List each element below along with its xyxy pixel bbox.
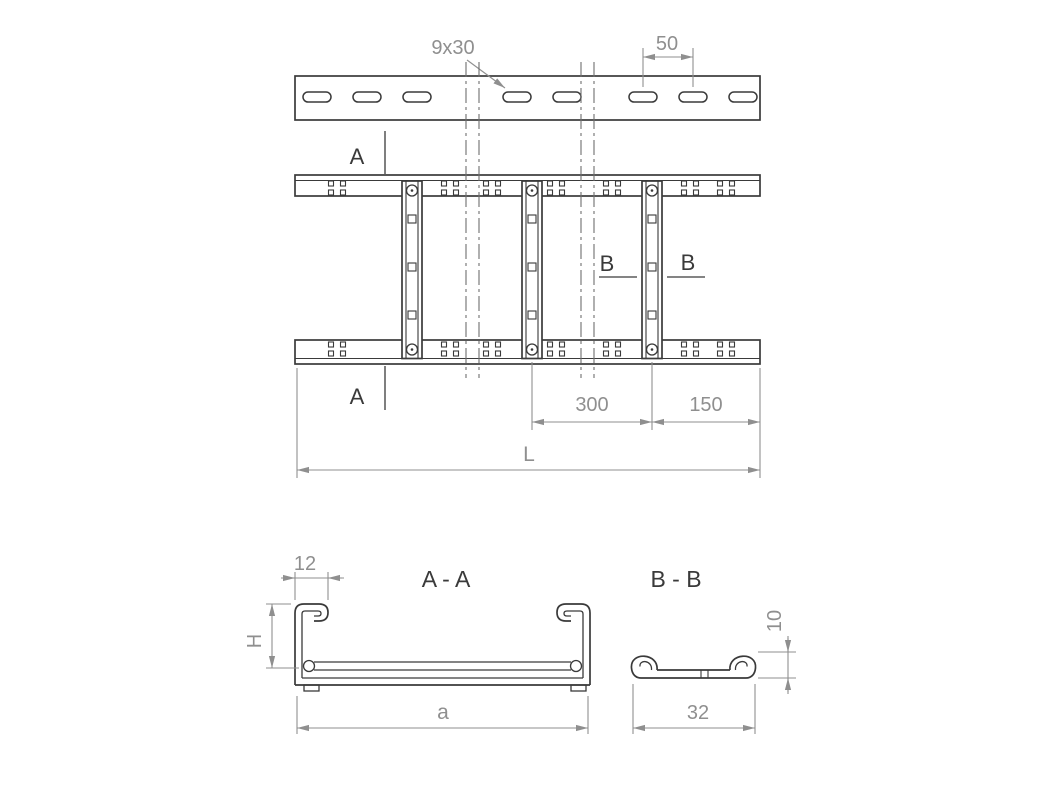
slot-hole bbox=[552, 91, 582, 103]
right-rolled-edge-outer bbox=[729, 655, 757, 679]
right-wall-inner bbox=[563, 610, 584, 678]
left-rolled-edge-inner bbox=[639, 661, 653, 671]
left-wall-inner bbox=[301, 610, 322, 678]
section-bb-view: B - B 10 32 bbox=[630, 566, 796, 734]
lip-width-label: 12 bbox=[294, 553, 316, 575]
total-length-label: L bbox=[523, 443, 535, 466]
section-a-bottom-label: A bbox=[350, 384, 365, 409]
rung-rolled-end bbox=[302, 659, 316, 673]
bottom-tab bbox=[303, 684, 320, 692]
rail-perforation bbox=[482, 180, 502, 196]
rung bbox=[401, 180, 423, 360]
rung bbox=[521, 180, 543, 360]
rail-perforation bbox=[602, 341, 622, 357]
rung-spacing-dimensions: 300 150 bbox=[531, 362, 761, 478]
left-wall-outer bbox=[294, 603, 329, 685]
slot-hole bbox=[402, 91, 432, 103]
slot-hole bbox=[302, 91, 332, 103]
height-label: H bbox=[244, 634, 266, 648]
section-b-left-label: B bbox=[600, 251, 615, 276]
bottom-tab bbox=[570, 684, 587, 692]
rail-perforation bbox=[602, 180, 622, 196]
section-bb-title: B - B bbox=[650, 566, 701, 592]
rung bbox=[641, 180, 663, 360]
rail-perforation bbox=[546, 341, 566, 357]
width-dimension-a: a bbox=[296, 696, 589, 734]
section-b-right-label: B bbox=[681, 250, 696, 275]
rung-rolled-end bbox=[569, 659, 583, 673]
section-aa-title: A - A bbox=[422, 566, 471, 592]
rail-perforation bbox=[680, 180, 700, 196]
total-length-dimension: L bbox=[296, 368, 760, 478]
section-aa-view: A - A 12 H bbox=[244, 553, 591, 734]
break-lines bbox=[465, 62, 595, 378]
end-spacing-label: 150 bbox=[689, 394, 722, 416]
slot-hole bbox=[628, 91, 658, 103]
rail-perforation bbox=[327, 180, 347, 196]
profile-width-label: 32 bbox=[687, 702, 709, 724]
slot-pitch-label: 50 bbox=[656, 33, 678, 55]
section-a-top-label: A bbox=[350, 144, 365, 169]
slot-hole bbox=[502, 91, 532, 103]
slot-size-callout: 9x30 bbox=[431, 37, 506, 89]
section-mark-b: B B bbox=[599, 250, 705, 278]
slot-hole bbox=[352, 91, 382, 103]
slot-hole bbox=[678, 91, 708, 103]
leader-line bbox=[466, 59, 506, 89]
right-rolled-edge-inner bbox=[734, 661, 748, 671]
rail-perforation bbox=[440, 341, 460, 357]
section-mark-a: A A bbox=[350, 131, 386, 410]
rail-side-view bbox=[294, 75, 761, 121]
width-label-a: a bbox=[437, 701, 449, 724]
rail-perforation bbox=[440, 180, 460, 196]
rail-perforation bbox=[482, 341, 502, 357]
rail-perforation bbox=[716, 341, 736, 357]
rung-spacing-label: 300 bbox=[575, 394, 608, 416]
rail-perforation bbox=[327, 341, 347, 357]
slot-size-label: 9x30 bbox=[431, 37, 474, 59]
slot-hole bbox=[728, 91, 758, 103]
lip-width-dimension: 12 bbox=[281, 553, 344, 600]
profile-width-dimension: 32 bbox=[632, 684, 756, 734]
height-dimension-H: H bbox=[244, 603, 299, 669]
rail-perforation bbox=[546, 180, 566, 196]
left-rolled-edge-outer bbox=[630, 655, 658, 679]
ladder-plan-view bbox=[294, 174, 761, 365]
rail-strip-outline bbox=[294, 75, 761, 121]
profile-height-label: 10 bbox=[764, 610, 786, 632]
slot-pitch-dimension: 50 bbox=[642, 33, 694, 87]
rail-perforation bbox=[716, 180, 736, 196]
right-wall-outer bbox=[556, 603, 591, 685]
profile-height-dimension: 10 bbox=[758, 610, 796, 694]
rail-perforation bbox=[680, 341, 700, 357]
